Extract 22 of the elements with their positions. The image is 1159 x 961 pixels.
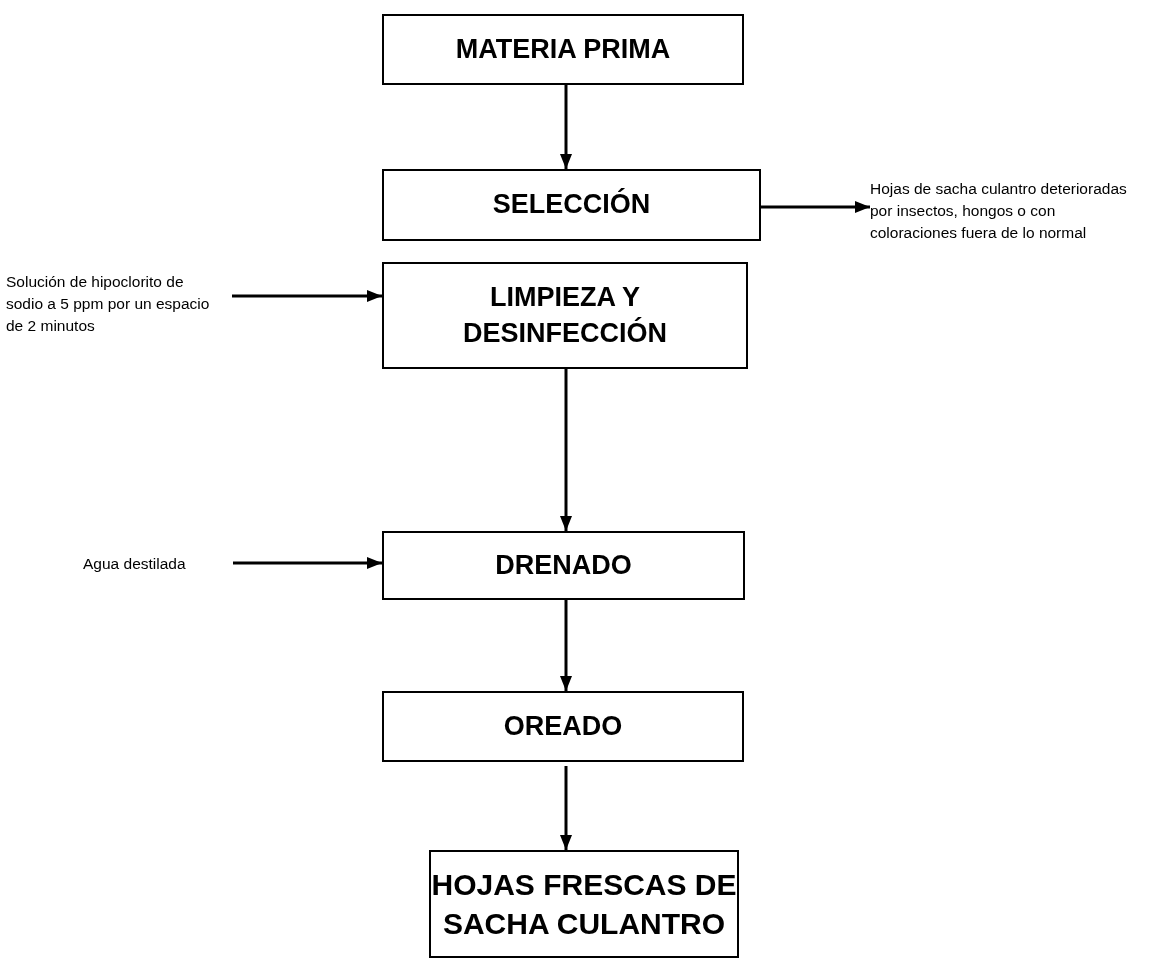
step-label: HOJAS FRESCAS DE SACHA CULANTRO bbox=[431, 867, 737, 942]
process-box bbox=[429, 850, 739, 958]
note-text: Solución de hipoclorito de sodio a 5 ppm por un espacio de 2 minutos bbox=[6, 272, 211, 336]
arrow bbox=[560, 766, 572, 850]
note-text: Hojas de sacha culantro deterioradas por insectos, hongos o con coloraciones fuera de lo normal bbox=[870, 179, 1128, 243]
process-box bbox=[382, 262, 748, 369]
step-label: LIMPIEZA Y DESINFECCIÓN bbox=[462, 281, 668, 350]
process-box bbox=[382, 14, 744, 85]
arrow bbox=[232, 290, 382, 302]
arrow bbox=[560, 369, 572, 531]
arrow bbox=[560, 600, 572, 691]
step-label: DRENADO bbox=[495, 548, 632, 582]
step-label: OREADO bbox=[503, 709, 623, 743]
process-box bbox=[382, 691, 744, 762]
arrow bbox=[560, 85, 572, 169]
step-label: MATERIA PRIMA bbox=[455, 32, 671, 66]
process-box bbox=[382, 169, 761, 241]
arrow bbox=[233, 557, 382, 569]
step-label: SELECCIÓN bbox=[492, 187, 651, 222]
note-text: Agua destilada bbox=[83, 554, 186, 575]
process-box bbox=[382, 531, 745, 600]
arrow bbox=[761, 201, 870, 213]
